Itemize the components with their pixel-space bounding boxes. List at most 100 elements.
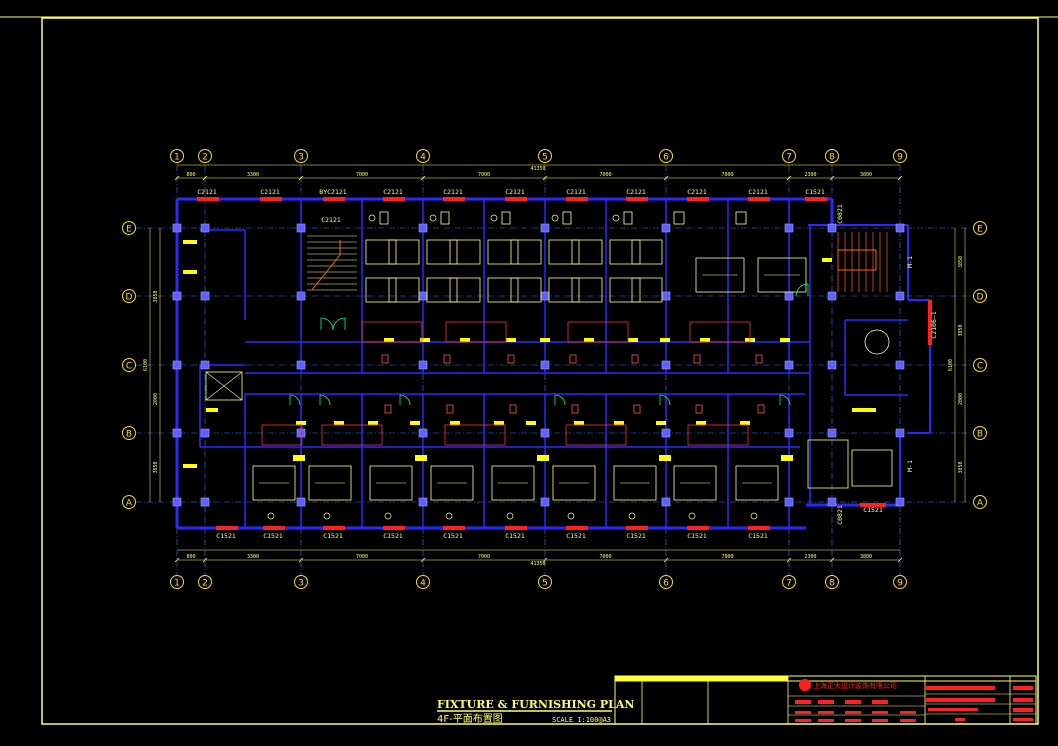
- window-label-top: C2121: [443, 188, 463, 196]
- axis-label-col: 5: [542, 579, 548, 589]
- axis-label-col: 8: [829, 153, 835, 163]
- dim-bottom: 7000: [599, 554, 611, 560]
- window-label-top: C2121: [260, 188, 280, 196]
- chair-round: [445, 512, 453, 520]
- fixture-yellow-bar: [293, 455, 305, 461]
- title-block-mark: [845, 719, 861, 722]
- dim-side-right: 3850: [958, 256, 964, 268]
- window-bottom: [263, 526, 285, 530]
- axis-bubble-col: [893, 149, 907, 163]
- window-top: [323, 197, 345, 201]
- structural-column: [827, 360, 837, 370]
- fixture-yellow-bar: [584, 338, 594, 342]
- chair-round: [323, 512, 331, 520]
- axis-bubble-col: [170, 149, 184, 163]
- axis-label-col: 6: [663, 153, 669, 163]
- lamp-icon: [490, 214, 498, 222]
- title-block-mark: [795, 700, 811, 704]
- axis-bubble-col: [659, 575, 673, 589]
- fixture-yellow-bar: [822, 258, 832, 262]
- fixture-yellow-bar: [696, 421, 706, 425]
- structural-column: [895, 497, 905, 507]
- axis-label-row: A: [977, 499, 984, 509]
- window-bottom: [566, 526, 588, 530]
- bed-king: [695, 257, 745, 293]
- drawing-scale: SCALE 1:100@A3: [552, 716, 611, 724]
- toilet-fixture: [443, 354, 451, 364]
- dim-top: 7000: [478, 172, 490, 178]
- structural-column: [661, 497, 671, 507]
- structural-column: [172, 291, 182, 301]
- structural-column: [540, 497, 550, 507]
- window-bottom: [748, 526, 770, 530]
- structural-column: [540, 428, 550, 438]
- window-label-bottom: C1521: [383, 532, 403, 540]
- structural-column: [200, 223, 210, 233]
- axis-label-col: 1: [174, 153, 180, 163]
- fixture-yellow-bar: [415, 455, 427, 461]
- fixture-yellow-bar: [368, 421, 378, 425]
- dim-side-right: 3850: [958, 324, 964, 336]
- chair-round: [750, 512, 758, 520]
- axis-label-row: D: [126, 293, 133, 303]
- fixture-yellow-bar: [656, 421, 666, 425]
- fixture-yellow-bar: [494, 421, 504, 425]
- bed-king: [369, 465, 413, 501]
- bed: [487, 239, 519, 265]
- window-top: [566, 197, 588, 201]
- window-bottom: [505, 526, 527, 530]
- window-label-bottom: C1521: [323, 532, 343, 540]
- structural-column: [200, 291, 210, 301]
- dim-tick: [202, 557, 208, 563]
- structural-column: [784, 360, 794, 370]
- bed: [487, 277, 519, 303]
- dim-bottom: 3800: [860, 554, 872, 560]
- dim-top: 2300: [804, 172, 816, 178]
- lamp-icon: [551, 214, 559, 222]
- fixture-yellow-bar: [450, 421, 460, 425]
- axis-bubble-col: [294, 575, 308, 589]
- fixture-yellow-bar: [852, 408, 876, 412]
- bed: [548, 239, 580, 265]
- fixture-yellow-bar: [780, 338, 790, 342]
- chair: [379, 211, 389, 225]
- title-block-mark: [818, 711, 834, 714]
- fixture-yellow-bar: [614, 421, 624, 425]
- lamp-icon: [429, 214, 437, 222]
- axis-label-row: E: [977, 225, 983, 235]
- dim-bottom: 2300: [804, 554, 816, 560]
- window-label-right-bottom: C1521: [863, 506, 883, 514]
- axis-label-col: 2: [202, 579, 208, 589]
- window-label-bottom: C1521: [687, 532, 707, 540]
- fixture-yellow-bar: [420, 338, 430, 342]
- window-top: [805, 197, 827, 201]
- door-swing: [320, 317, 334, 331]
- door-swing: [399, 394, 411, 406]
- title-block-mark: [795, 711, 811, 714]
- dim-top: 3800: [860, 172, 872, 178]
- toilet-fixture: [384, 404, 392, 414]
- fixture-yellow-bar: [410, 421, 420, 425]
- axis-bubble-row: [973, 221, 987, 235]
- window-label-top: C2121: [383, 188, 403, 196]
- axis-label-row: D: [977, 293, 984, 303]
- title-block-header-bar: [615, 676, 788, 681]
- door-label-m1-lower: M-1: [906, 460, 914, 472]
- fixture-yellow-bar: [506, 338, 516, 342]
- bed: [631, 277, 663, 303]
- dim-tick: [786, 175, 792, 181]
- axis-bubble-row: [973, 358, 987, 372]
- dim-total-top: 41350: [530, 166, 545, 172]
- structural-column: [540, 223, 550, 233]
- title-block: 上海正大设计装饰有限公司: [614, 675, 1037, 725]
- chair-round: [688, 512, 696, 520]
- fixture-yellow-bar: [540, 338, 550, 342]
- dim-total-bottom: 41350: [530, 561, 545, 567]
- dim-tick: [174, 175, 180, 181]
- window-top: [260, 197, 282, 201]
- toilet-fixture: [695, 404, 703, 414]
- dim-side-left: 3850: [153, 290, 159, 302]
- dim-side-right: 3850: [958, 461, 964, 473]
- structural-column: [784, 223, 794, 233]
